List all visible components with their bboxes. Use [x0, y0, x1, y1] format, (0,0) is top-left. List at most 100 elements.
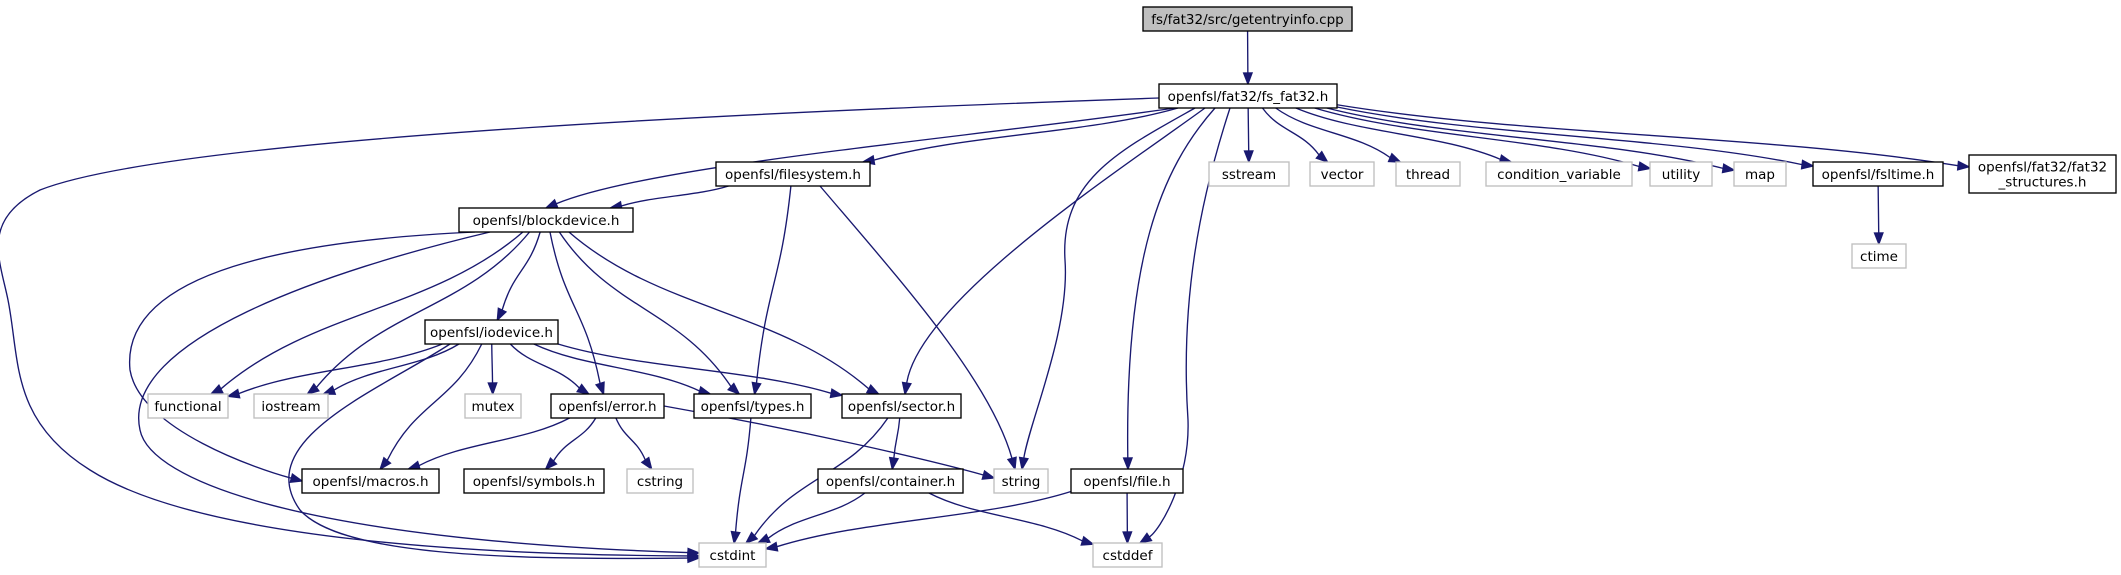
node-box — [1309, 161, 1375, 187]
edge-iodevice-to-functional — [226, 343, 443, 399]
edge-fs_fat32-to-thread — [1275, 107, 1403, 163]
edge-line — [906, 107, 1206, 384]
node-label: thread — [1406, 167, 1450, 183]
node-cstring: cstring — [626, 468, 694, 494]
edge-fsltime-to-ctime — [1873, 185, 1884, 246]
node-box — [1851, 243, 1907, 269]
node-box — [147, 393, 229, 419]
node-box — [550, 393, 665, 419]
node-box — [458, 207, 634, 233]
edge-arrowhead — [1122, 531, 1133, 545]
node-label: condition_variable — [1497, 167, 1621, 183]
edge-line — [893, 417, 901, 459]
edge-arrowhead — [1800, 159, 1815, 170]
node-filesystem[interactable]: openfsl/filesystem.h — [715, 161, 871, 187]
edge-line — [509, 343, 580, 389]
node-sector[interactable]: openfsl/sector.h — [841, 393, 962, 419]
edge-line — [501, 231, 541, 311]
edge-arrowhead — [730, 530, 741, 545]
node-box — [1812, 161, 1944, 187]
edge-arrowhead — [1315, 150, 1329, 164]
edge-line — [0, 97, 1160, 557]
node-iostream: iostream — [253, 393, 329, 419]
edge-line — [1336, 104, 1959, 167]
edge-blockdevice-to-iodevice — [496, 231, 541, 322]
edge-line — [552, 417, 597, 462]
edge-line — [1295, 107, 1501, 160]
edge-arrowhead — [744, 531, 759, 545]
node-fsltime[interactable]: openfsl/fsltime.h — [1812, 161, 1944, 187]
edge-line — [734, 417, 752, 533]
node-box — [715, 161, 871, 187]
edge-line — [568, 231, 870, 390]
node-label: vector — [1321, 167, 1364, 183]
edge-arrowhead — [756, 533, 771, 544]
node-box — [1968, 154, 2117, 194]
node-iodevice[interactable]: openfsl/iodevice.h — [424, 319, 559, 345]
node-label: openfsl/file.h — [1083, 474, 1170, 490]
edge-iodevice-to-error — [509, 343, 591, 396]
node-box — [464, 393, 522, 419]
edge-arrowhead — [1956, 160, 1971, 171]
edge-line — [138, 231, 689, 554]
node-box — [817, 468, 964, 494]
node-cstdint: cstdint — [698, 542, 767, 568]
node-box — [301, 468, 440, 494]
edge-iodevice-to-iostream — [321, 343, 460, 395]
node-fat32struct[interactable]: openfsl/fat32/fat32_structures.h — [1968, 154, 2117, 194]
node-types[interactable]: openfsl/types.h — [693, 393, 812, 419]
node-label: functional — [154, 399, 221, 415]
edge-line — [491, 343, 494, 384]
edges-layer — [0, 30, 1971, 564]
edge-fs_fat32-to-utility — [1314, 107, 1652, 172]
edge-arrowhead — [981, 469, 996, 480]
node-box — [1733, 161, 1787, 187]
node-fs_fat32[interactable]: openfsl/fat32/fs_fat32.h — [1158, 83, 1338, 109]
node-symbols[interactable]: openfsl/symbols.h — [463, 468, 605, 494]
edge-arrowhead — [888, 456, 900, 471]
edge-line — [873, 107, 1179, 161]
node-map: map — [1733, 161, 1787, 187]
edge-iodevice-to-sector — [557, 343, 844, 399]
edge-fs_fat32-to-fat32struct — [1336, 104, 1971, 171]
node-box — [693, 393, 812, 419]
edge-fs_fat32-to-string — [1018, 107, 1196, 471]
node-label: openfsl/macros.h — [312, 474, 428, 490]
edge-file-to-cstddef — [1122, 492, 1133, 545]
node-label: string — [1002, 474, 1041, 490]
edge-fs_fat32-to-sstream — [1243, 107, 1254, 164]
edge-arrowhead — [1138, 532, 1153, 545]
node-box — [1485, 161, 1633, 187]
edge-line — [621, 185, 729, 207]
edge-iodevice-to-mutex — [487, 343, 498, 396]
edge-sector-to-container — [888, 417, 901, 471]
node-box — [463, 468, 605, 494]
edge-error-to-cstring — [615, 417, 653, 471]
edge-fs_fat32-to-vector — [1261, 107, 1329, 164]
node-container[interactable]: openfsl/container.h — [817, 468, 964, 494]
node-label: cstdint — [710, 548, 756, 564]
node-thread: thread — [1395, 161, 1461, 187]
node-label: iostream — [261, 399, 320, 415]
edge-fs_fat32-to-map — [1326, 107, 1736, 174]
edge-line — [288, 343, 689, 560]
edge-line — [220, 231, 524, 390]
edge-arrowhead — [1018, 456, 1029, 471]
edge-fs_fat32-to-filesystem — [861, 107, 1179, 166]
edge-arrowhead — [1006, 456, 1017, 471]
edge-blockdevice-to-error — [549, 231, 605, 396]
node-blockdevice[interactable]: openfsl/blockdevice.h — [458, 207, 634, 233]
nodes-layer: fs/fat32/src/getentryinfo.cppopenfsl/fat… — [147, 6, 2117, 568]
edge-arrowhead — [209, 384, 224, 395]
edge-container-to-cstdint — [756, 492, 866, 544]
node-macros[interactable]: openfsl/macros.h — [301, 468, 440, 494]
node-file[interactable]: openfsl/file.h — [1070, 468, 1184, 494]
node-box — [253, 393, 329, 419]
node-error[interactable]: openfsl/error.h — [550, 393, 665, 419]
edge-container-to-cstddef — [928, 492, 1095, 546]
node-box — [1208, 161, 1290, 187]
edge-root-to-fs_fat32 — [1242, 30, 1254, 86]
edge-iodevice-to-macros — [379, 343, 483, 471]
node-label: ctime — [1860, 249, 1898, 265]
edge-line — [819, 185, 1013, 459]
